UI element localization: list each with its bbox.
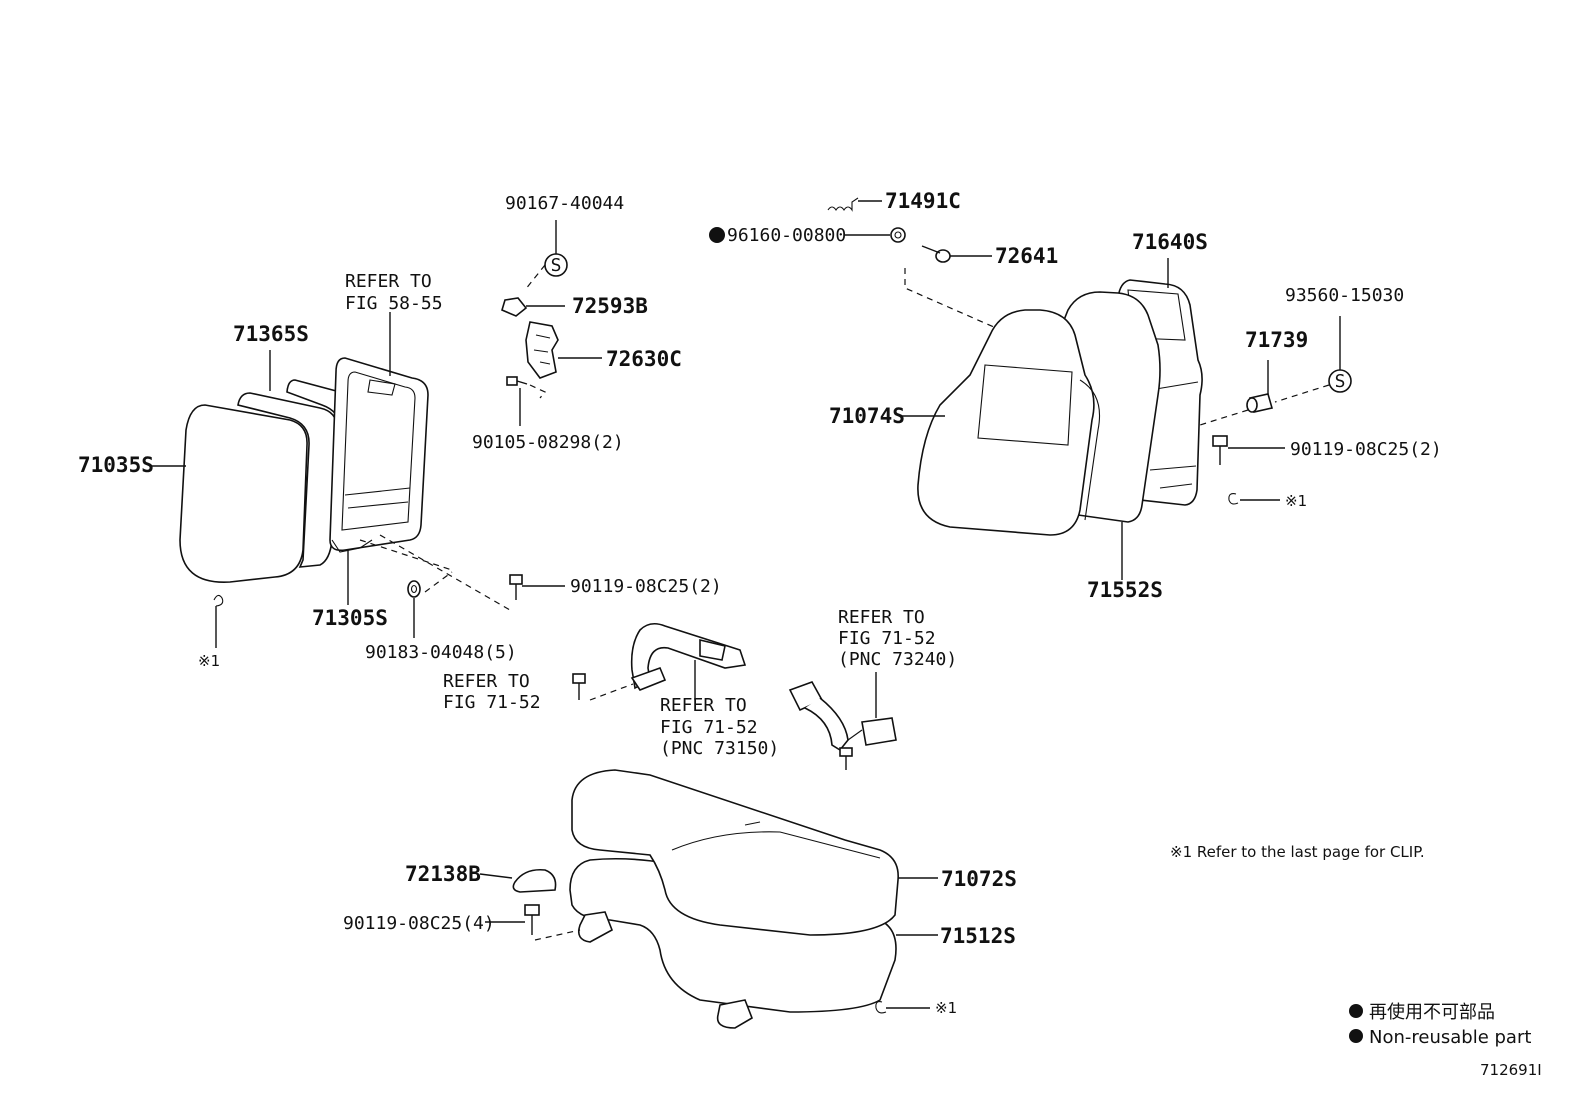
label-72593b: 72593B xyxy=(572,294,648,318)
seat-belt-73150 xyxy=(630,622,747,691)
pin-72641-icon xyxy=(921,245,951,263)
clip-right-icon xyxy=(1228,493,1239,505)
clip-left-icon xyxy=(213,594,224,607)
legend-dot-en-icon xyxy=(1349,1029,1363,1043)
legend-dot-jp-icon xyxy=(1349,1004,1363,1018)
label-72641: 72641 xyxy=(995,244,1058,268)
bolt-belt-left-icon xyxy=(572,673,586,700)
ring-96160-icon xyxy=(890,227,906,243)
label-90183-04048: 90183-04048(5) xyxy=(365,642,517,663)
s-mark-right-label: S xyxy=(1335,371,1346,392)
nut-90183-icon xyxy=(407,580,421,598)
label-fig-58-55: FIG 58-55 xyxy=(345,293,443,314)
cap-72138b-icon xyxy=(512,868,557,893)
latch-cover-72593b xyxy=(501,297,528,317)
label-71035s: 71035S xyxy=(78,453,154,477)
label-71739: 71739 xyxy=(1245,328,1308,352)
bolt-90119-bottom-icon xyxy=(524,904,540,935)
s-mark-left-label: S xyxy=(551,255,562,276)
label-fig-71-52-73150: FIG 71-52 xyxy=(660,717,758,738)
bolt-90119-left-icon xyxy=(509,574,523,600)
label-90119-right: 90119-08C25(2) xyxy=(1290,439,1442,460)
clip-mark-left: ※1 xyxy=(198,652,220,670)
label-71512s: 71512S xyxy=(940,924,1016,948)
label-90105-08298: 90105-08298(2) xyxy=(472,432,624,453)
label-fig-71-52-bolt: FIG 71-52 xyxy=(443,692,541,713)
label-71640s: 71640S xyxy=(1132,230,1208,254)
latch-72630c xyxy=(525,321,559,379)
label-71365s: 71365S xyxy=(233,322,309,346)
label-fig-71-52-73240: FIG 71-52 xyxy=(838,628,936,649)
label-refer-to-58: REFER TO xyxy=(345,271,432,292)
screw-90105-icon xyxy=(506,376,528,386)
seat-belt-buckle-73240 xyxy=(788,681,897,752)
label-71072s: 71072S xyxy=(941,867,1017,891)
spring-71491c-icon xyxy=(827,197,859,212)
clip-bottom-icon xyxy=(875,1001,887,1014)
clip-note: ※1 Refer to the last page for CLIP. xyxy=(1170,843,1425,861)
label-71305s: 71305S xyxy=(312,606,388,630)
label-refer-to-bolt: REFER TO xyxy=(443,671,530,692)
label-71491c: 71491C xyxy=(885,189,961,213)
seatback-cover-71074s xyxy=(917,309,1095,536)
label-72138b: 72138B xyxy=(405,862,481,886)
label-refer-to-73240: REFER TO xyxy=(838,607,925,628)
label-90167-40044: 90167-40044 xyxy=(505,193,624,214)
legend-jp: 再使用不可部品 xyxy=(1369,1002,1495,1023)
label-96160-00800: 96160-00800 xyxy=(727,225,846,246)
clip-mark-right: ※1 xyxy=(1285,492,1307,510)
legend-en: Non-reusable part xyxy=(1369,1027,1531,1048)
label-90119-bottom: 90119-08C25(4) xyxy=(343,913,495,934)
label-90119-left: 90119-08C25(2) xyxy=(570,576,722,597)
clip-mark-bottom: ※1 xyxy=(935,999,957,1017)
seatback-cushion-71035s xyxy=(179,404,308,583)
label-93560-15030: 93560-15030 xyxy=(1285,285,1404,306)
bolt-belt-right-icon xyxy=(839,747,853,770)
bushing-71739-icon xyxy=(1246,393,1274,413)
figure-id: 712691I xyxy=(1480,1061,1542,1079)
non-reusable-dot-icon xyxy=(709,227,725,243)
bolt-90119-right-icon xyxy=(1212,435,1228,465)
label-71074s: 71074S xyxy=(829,404,905,428)
label-pnc-73240: (PNC 73240) xyxy=(838,649,957,670)
label-72630c: 72630C xyxy=(606,347,682,371)
label-pnc-73150: (PNC 73150) xyxy=(660,738,779,759)
label-refer-to-73150: REFER TO xyxy=(660,695,747,716)
label-71552s: 71552S xyxy=(1087,578,1163,602)
